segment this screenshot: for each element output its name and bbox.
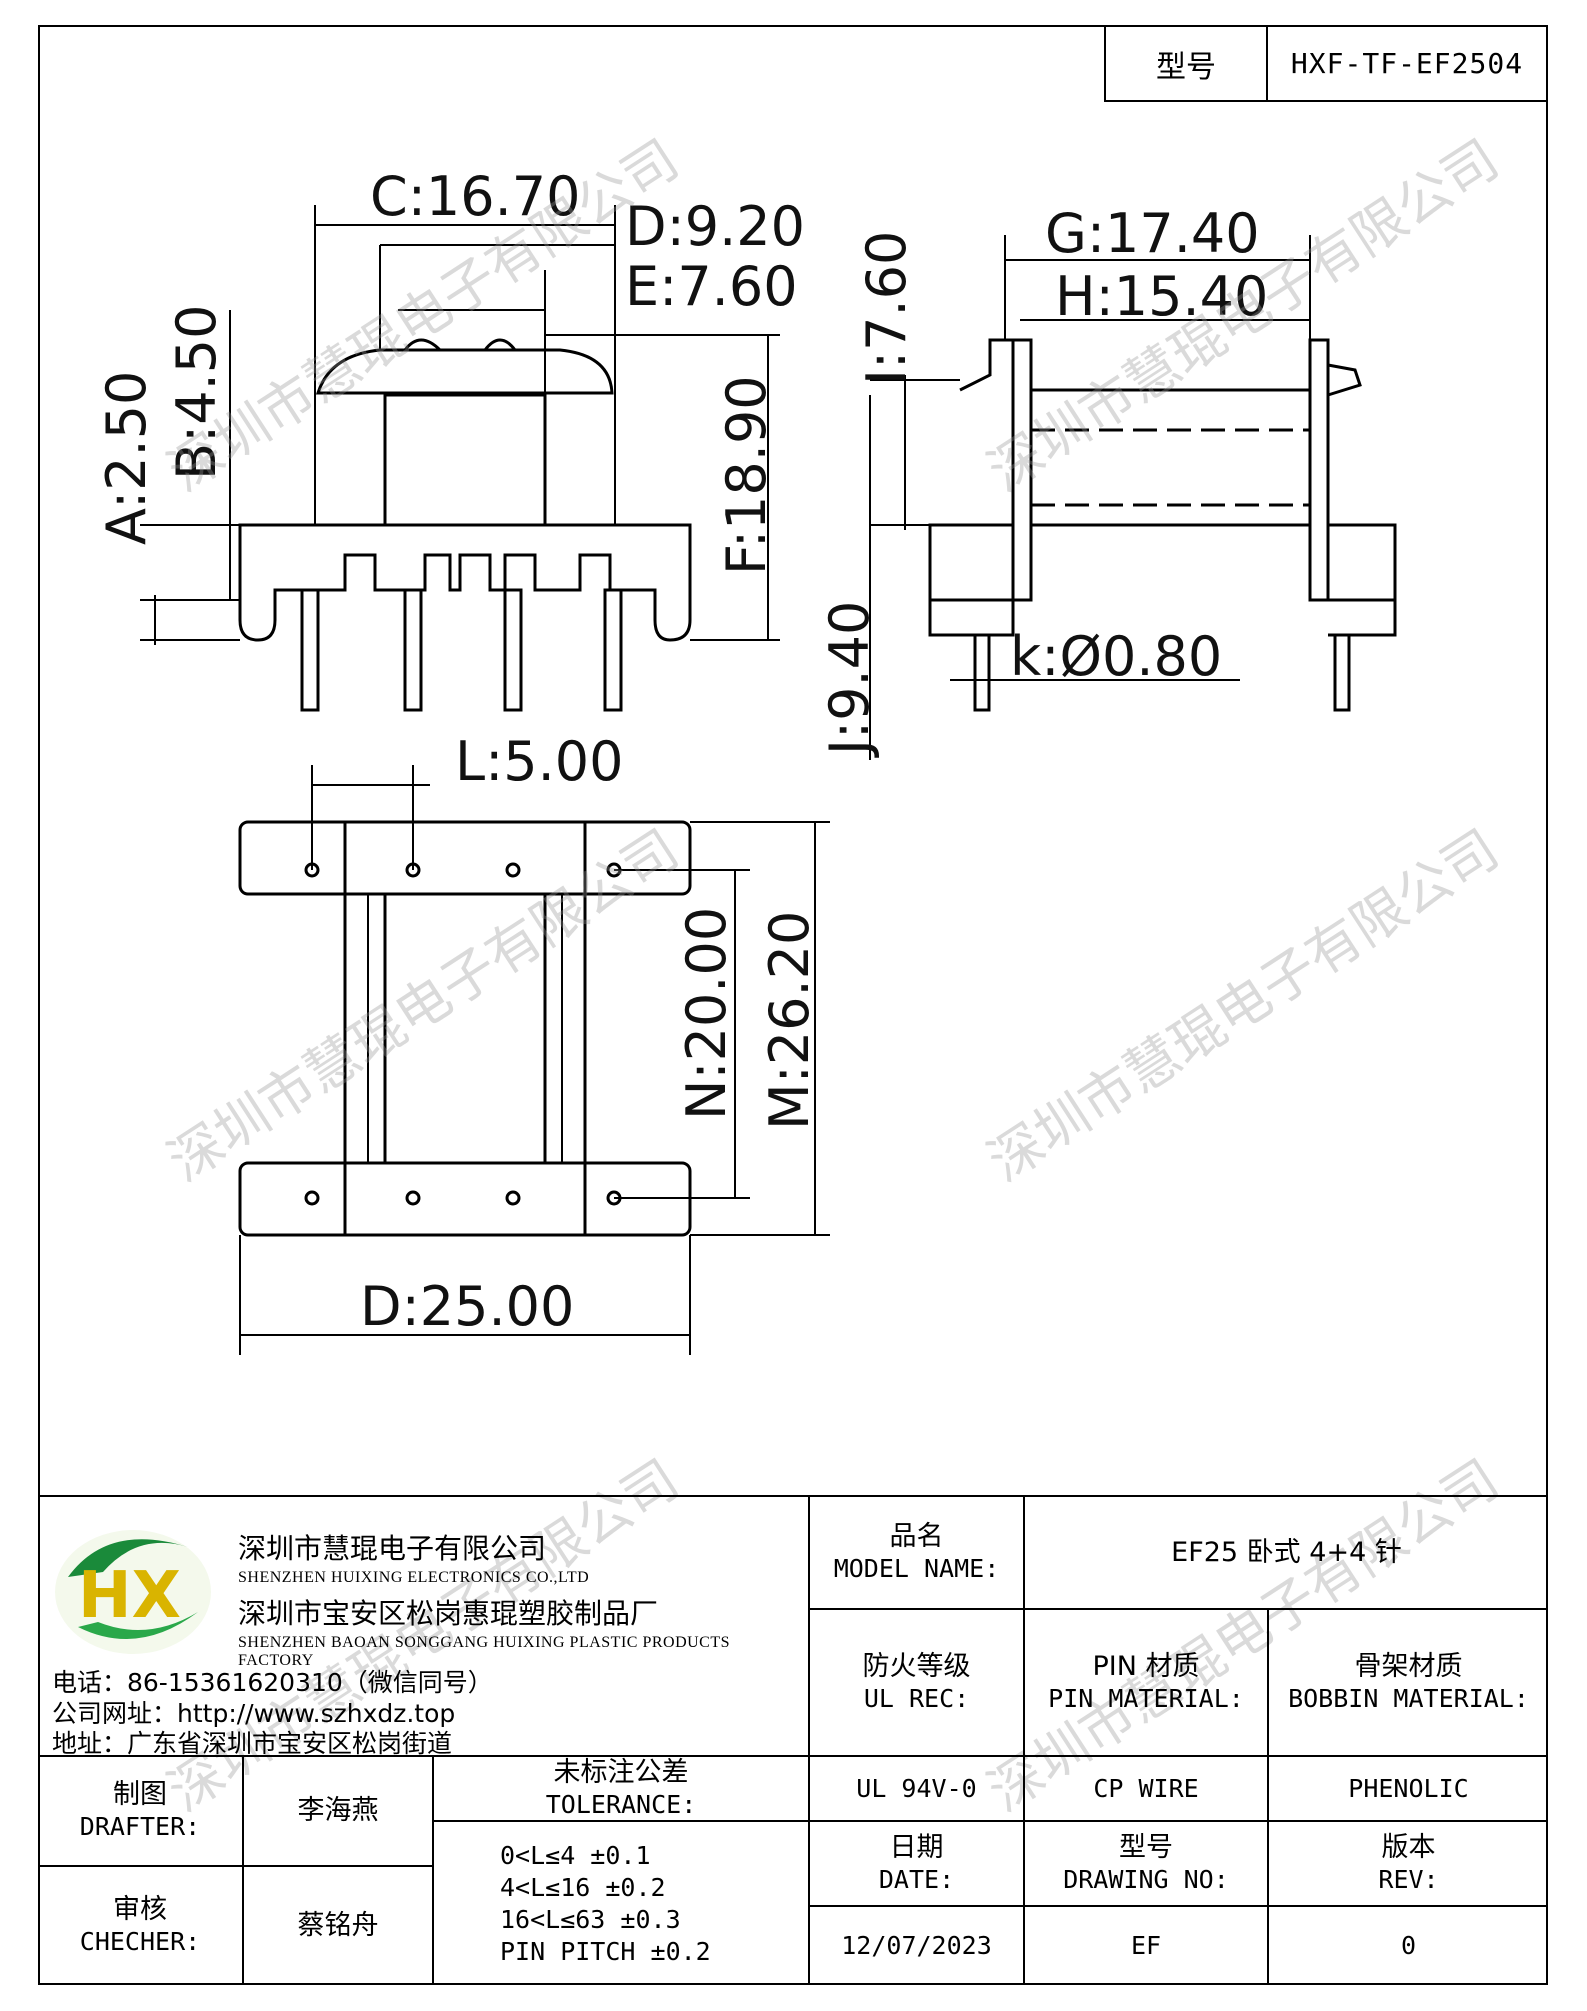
checker-label-cell: 审核 CHECHER: — [38, 1867, 242, 1985]
company-logo: HX — [55, 1530, 211, 1654]
tb-v-1267 — [1267, 1608, 1269, 1985]
tolerance-cn: 未标注公差 — [553, 1756, 689, 1788]
tb-h-1905 — [808, 1905, 1548, 1907]
pin-cn: PIN 材质 — [1092, 1650, 1200, 1682]
drawing-label-cell: 型号 DRAWING NO: — [1025, 1822, 1267, 1905]
model-name-label-cell: 品名 MODEL NAME: — [810, 1497, 1023, 1608]
date-en: DATE: — [878, 1864, 955, 1894]
model-name-en: MODEL NAME: — [833, 1553, 1000, 1583]
bobbin-en: BOBBIN MATERIAL: — [1288, 1683, 1529, 1713]
logo-text: HX — [78, 1559, 181, 1633]
company-phone: 电话：86-15361620310（微信同号） — [52, 1668, 493, 1697]
bobbin-value: PHENOLIC — [1348, 1773, 1469, 1803]
tb-v-808 — [808, 1495, 810, 1985]
dim-g: G:17.40 — [1045, 202, 1260, 265]
checker-value-cell: 蔡铭舟 — [244, 1867, 432, 1985]
tb-top-line — [38, 1495, 1548, 1497]
dim-j: J:9.40 — [818, 601, 881, 758]
side-view — [869, 235, 1397, 760]
tb-h-1608 — [808, 1608, 1548, 1610]
checker-en: CHECHER: — [79, 1927, 201, 1956]
rev-cn: 版本 — [1381, 1831, 1436, 1863]
rev-value: 0 — [1400, 1931, 1417, 1960]
dim-n: N:20.00 — [675, 907, 738, 1120]
dim-l: L:5.00 — [455, 730, 624, 793]
dim-a: A:2.50 — [95, 371, 158, 545]
tolerance-table: 0<L≤4 ±0.1 4<L≤16 ±0.2 16<L≤63 ±0.3 PIN … — [500, 1840, 711, 1968]
pin-en: PIN MATERIAL: — [1048, 1683, 1244, 1713]
dim-f: F:18.90 — [715, 375, 778, 575]
rev-label-cell: 版本 REV: — [1269, 1822, 1548, 1905]
dim-c: C:16.70 — [370, 165, 581, 228]
date-cn: 日期 — [889, 1831, 944, 1863]
dim-e: E:7.60 — [625, 255, 798, 318]
tb-h-1865 — [38, 1865, 432, 1867]
drafter-value: 李海燕 — [297, 1795, 379, 1826]
model-value: HXF-TF-EF2504 — [1290, 47, 1524, 80]
front-view — [140, 205, 780, 712]
pin-material-label-cell: PIN 材质 PIN MATERIAL: — [1025, 1610, 1267, 1755]
company-block: HX 深圳市慧琨电子有限公司 SHENZHEN HUIXING ELECTRON… — [38, 1497, 808, 1758]
tb-v-432 — [432, 1755, 434, 1985]
dim-h: H:15.40 — [1055, 265, 1268, 328]
drawing-frame — [38, 25, 1548, 1985]
tolerance-row: 4<L≤16 ±0.2 — [500, 1873, 666, 1902]
pin-value-cell: CP WIRE — [1025, 1757, 1267, 1820]
date-value: 12/07/2023 — [841, 1931, 992, 1960]
drawing-value: EF — [1130, 1931, 1162, 1960]
drafter-en: DRAFTER: — [79, 1812, 201, 1841]
date-value-cell: 12/07/2023 — [810, 1907, 1023, 1985]
ul-label-cell: 防火等级 UL REC: — [810, 1610, 1023, 1755]
tolerance-label-cell: 未标注公差 TOLERANCE: — [434, 1757, 808, 1820]
ul-en: UL REC: — [863, 1683, 970, 1713]
company-website: 公司网址：http://www.szhxdz.top — [52, 1699, 456, 1728]
company-name-cn: 深圳市慧琨电子有限公司 — [238, 1532, 547, 1565]
tolerance-row: 16<L≤63 ±0.3 — [500, 1905, 681, 1934]
factory-name-en: SHENZHEN BAOAN SONGGANG HUIXING PLASTIC … — [238, 1634, 731, 1669]
bobbin-value-cell: PHENOLIC — [1269, 1757, 1548, 1820]
dim-m: M:26.20 — [758, 911, 821, 1130]
dim-k: k:Ø0.80 — [1010, 625, 1222, 688]
dim-i: I:7.60 — [855, 231, 918, 385]
tb-v-242 — [242, 1755, 244, 1985]
tb-v-1023 — [1023, 1495, 1025, 1985]
ul-cn: 防火等级 — [862, 1650, 971, 1682]
model-name-value-cell: EF25 卧式 4+4 针 — [1025, 1497, 1548, 1608]
bottom-view — [238, 765, 830, 1355]
dim-d-bottom: D:25.00 — [360, 1275, 574, 1338]
ul-value-cell: UL 94V-0 — [810, 1757, 1023, 1820]
tolerance-row: 0<L≤4 ±0.1 — [500, 1841, 651, 1870]
tb-h-1755 — [38, 1755, 1548, 1757]
factory-name-cn: 深圳市宝安区松岗惠琨塑胶制品厂 — [238, 1597, 659, 1630]
tb-h-1820 — [432, 1820, 1548, 1822]
date-label-cell: 日期 DATE: — [810, 1822, 1023, 1905]
model-name-cn: 品名 — [889, 1520, 944, 1552]
tolerance-en: TOLERANCE: — [545, 1789, 697, 1819]
dim-b: B:4.50 — [165, 305, 228, 480]
checker-cn: 审核 — [113, 1894, 167, 1925]
model-label: 型号 — [1106, 27, 1268, 100]
drawing-value-cell: EF — [1025, 1907, 1267, 1985]
pin-value: CP WIRE — [1093, 1773, 1199, 1803]
bobbin-cn: 骨架材质 — [1354, 1650, 1463, 1682]
model-name-value: EF25 卧式 4+4 针 — [1171, 1536, 1402, 1568]
drawing-en: DRAWING NO: — [1063, 1864, 1229, 1894]
drawing-cn: 型号 — [1119, 1831, 1173, 1863]
company-name-en: SHENZHEN HUIXING ELECTRONICS CO.,LTD — [238, 1569, 590, 1586]
drafter-label-cell: 制图 DRAFTER: — [38, 1757, 242, 1865]
rev-value-cell: 0 — [1269, 1907, 1548, 1985]
company-address: 地址：广东省深圳市宝安区松岗街道 — [52, 1729, 453, 1758]
technical-drawing: C:16.70 D:9.20 E:7.60 F:18.90 A:2.50 B:4… — [95, 165, 1397, 1355]
tolerance-row: PIN PITCH ±0.2 — [500, 1937, 711, 1966]
dim-d-top: D:9.20 — [625, 195, 805, 258]
checker-value: 蔡铭舟 — [297, 1910, 379, 1941]
bobbin-material-label-cell: 骨架材质 BOBBIN MATERIAL: — [1269, 1610, 1548, 1755]
model-number-box: 型号 HXF-TF-EF2504 — [1104, 25, 1548, 102]
ul-value: UL 94V-0 — [856, 1773, 977, 1803]
rev-en: REV: — [1378, 1864, 1439, 1894]
drafter-cn: 制图 — [113, 1779, 167, 1810]
drafter-value-cell: 李海燕 — [244, 1757, 432, 1865]
